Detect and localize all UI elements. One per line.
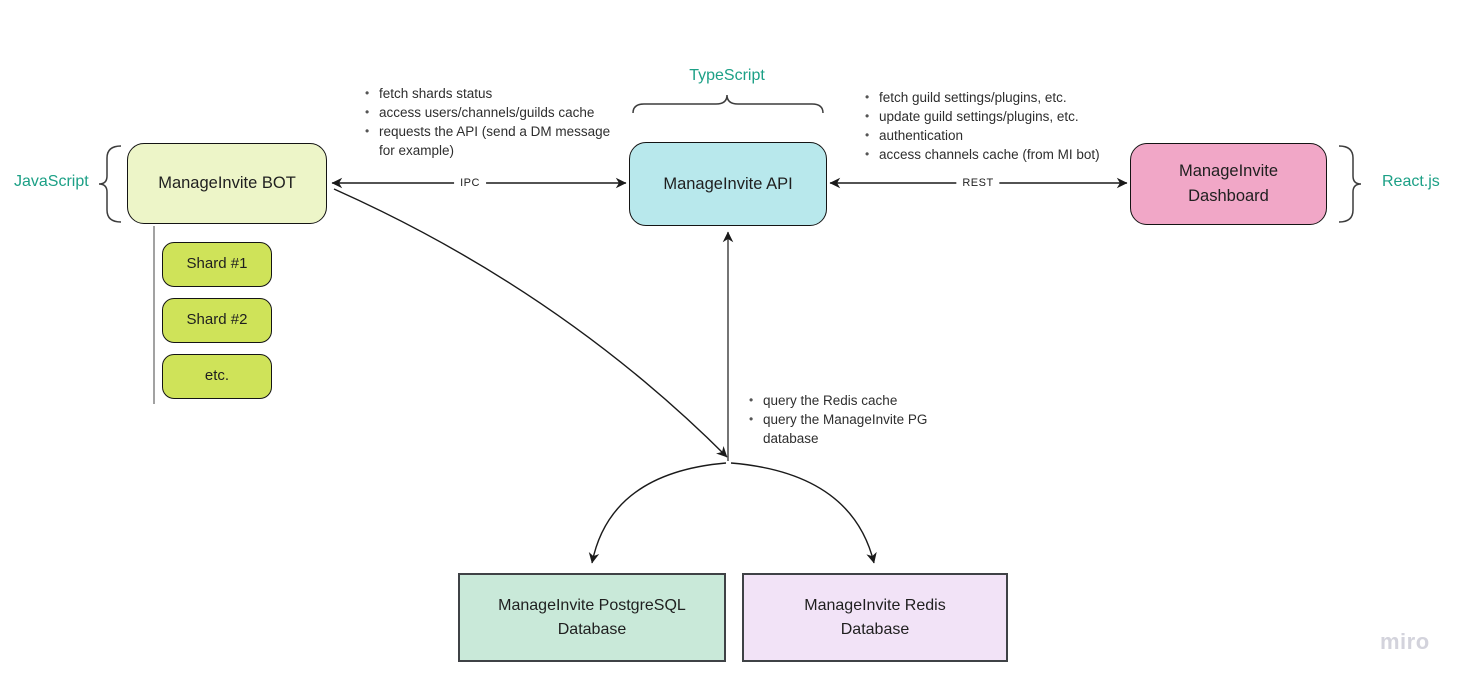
brace-right-icon	[1338, 145, 1362, 223]
brace-left-icon	[98, 145, 122, 223]
node-shard-etc[interactable]: etc.	[162, 354, 272, 399]
note-item: requests the API (send a DM message for …	[364, 122, 616, 160]
note-item: update guild settings/plugins, etc.	[864, 107, 1124, 126]
node-postgresql-database-label: ManageInvite PostgreSQL Database	[498, 596, 686, 638]
tech-label-javascript[interactable]: JavaScript	[14, 173, 89, 190]
node-shard-1-label: Shard #1	[186, 255, 248, 273]
node-manageinvite-dashboard[interactable]: ManageInvite Dashboard	[1130, 143, 1327, 225]
edge-junction-redis[interactable]	[730, 462, 877, 564]
edge-label-rest[interactable]: REST	[956, 177, 1000, 189]
notes-dashboard-api[interactable]: fetch guild settings/plugins, etc. updat…	[864, 88, 1124, 164]
edge-junction-postgres[interactable]	[588, 462, 727, 564]
node-postgresql-database[interactable]: ManageInvite PostgreSQL Database	[458, 573, 726, 662]
node-shard-2[interactable]: Shard #2	[162, 298, 272, 343]
node-manageinvite-api[interactable]: ManageInvite API	[629, 142, 827, 226]
node-shard-2-label: Shard #2	[186, 311, 248, 329]
note-item: fetch shards status	[364, 84, 616, 103]
node-manageinvite-api-label: ManageInvite API	[663, 174, 793, 193]
tech-label-typescript[interactable]: TypeScript	[689, 67, 765, 84]
node-shard-etc-label: etc.	[204, 367, 230, 385]
node-redis-database[interactable]: ManageInvite Redis Database	[742, 573, 1008, 662]
note-item: authentication	[864, 126, 1124, 145]
node-manageinvite-bot-label: ManageInvite BOT	[158, 174, 296, 193]
note-item: fetch guild settings/plugins, etc.	[864, 88, 1124, 107]
edge-label-ipc[interactable]: IPC	[454, 177, 486, 189]
notes-bot-api[interactable]: fetch shards status access users/channel…	[364, 84, 616, 160]
tech-label-reactjs[interactable]: React.js	[1382, 173, 1440, 190]
node-manageinvite-bot[interactable]: ManageInvite BOT	[127, 143, 327, 224]
node-manageinvite-dashboard-label: ManageInvite Dashboard	[1178, 162, 1279, 205]
note-item: access channels cache (from MI bot)	[864, 145, 1124, 164]
miro-logo: miro	[1380, 629, 1430, 654]
edge-bot-junction[interactable]	[333, 188, 728, 458]
node-redis-database-label: ManageInvite Redis Database	[804, 596, 946, 638]
notes-api-databases[interactable]: query the Redis cache query the ManageIn…	[748, 391, 930, 448]
note-item: query the ManageInvite PG database	[748, 410, 930, 448]
brace-top-icon	[632, 94, 824, 114]
note-item: query the Redis cache	[748, 391, 930, 410]
node-shard-1[interactable]: Shard #1	[162, 242, 272, 287]
note-item: access users/channels/guilds cache	[364, 103, 616, 122]
